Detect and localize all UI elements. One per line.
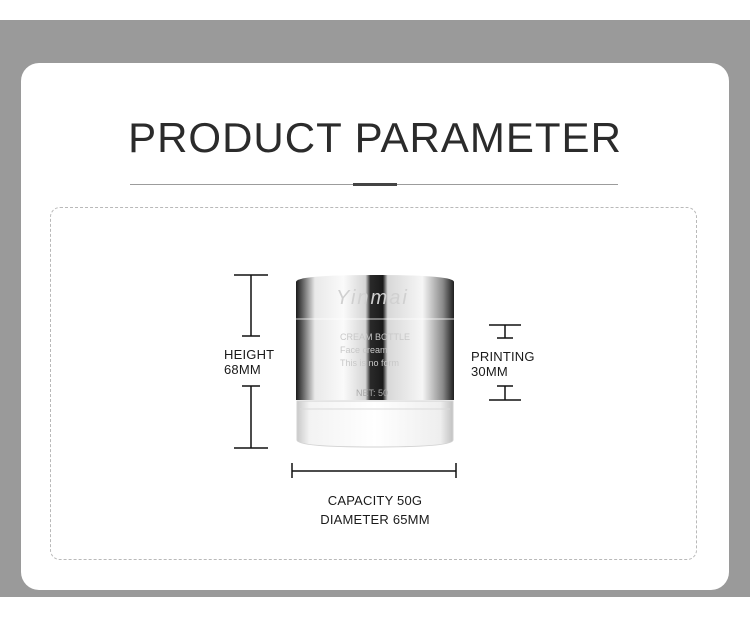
- jar-label-line-3: This is no form: [340, 358, 400, 368]
- printing-dimension-marker: [489, 324, 521, 401]
- diameter-dimension-marker: [291, 463, 457, 478]
- printing-value: 30MM: [471, 364, 508, 379]
- title-divider-accent: [353, 183, 397, 186]
- capacity-label: CAPACITY 50G: [327, 493, 423, 508]
- jar-cap: [296, 275, 454, 400]
- product-dimension-panel: [50, 207, 697, 560]
- jar-brand-logo: Yinmai: [336, 287, 409, 309]
- diameter-label: DIAMETER 65MM: [320, 512, 430, 527]
- page-title: PRODUCT PARAMETER: [128, 114, 622, 161]
- printing-label: PRINTING: [471, 349, 535, 364]
- jar-label-line-2: Face cream: [340, 345, 388, 355]
- height-label: HEIGHT: [224, 347, 275, 362]
- jar-base: [296, 400, 454, 448]
- jar-label-line-1: CREAM BOTTLE: [340, 332, 411, 342]
- height-value: 68MM: [224, 362, 261, 377]
- height-dimension-marker: [234, 274, 268, 449]
- jar-net-weight: NET: 50: [356, 388, 389, 398]
